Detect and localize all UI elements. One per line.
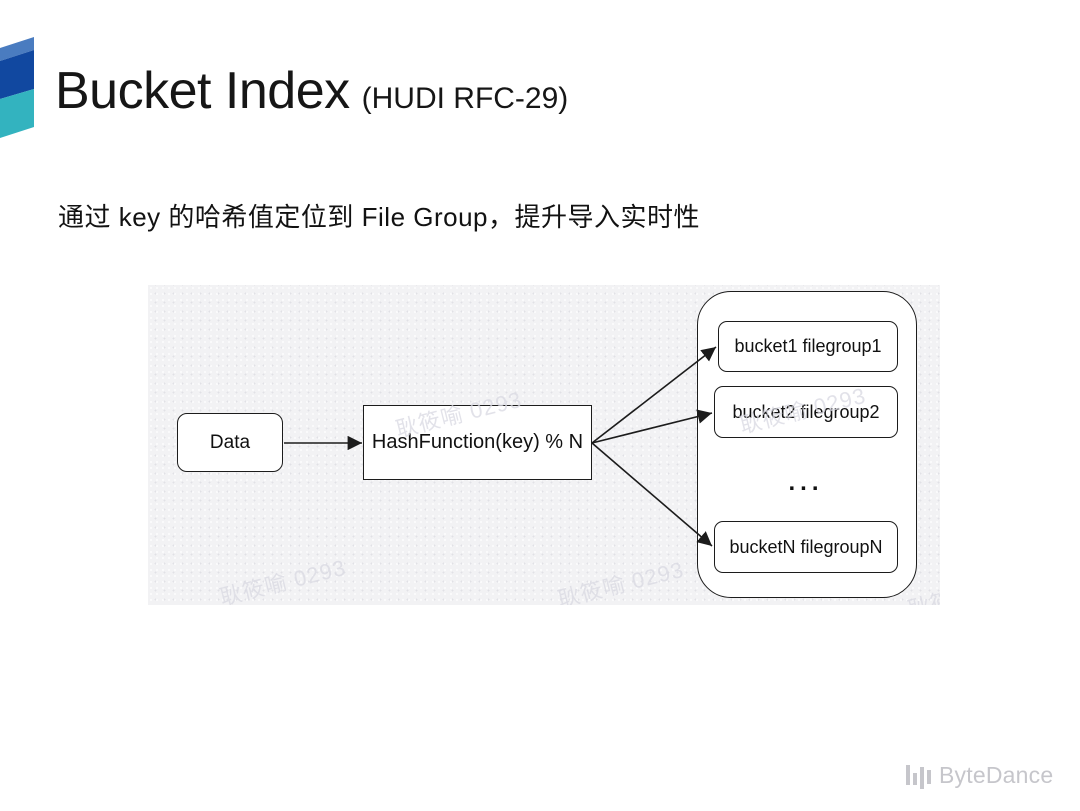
brand-mark-band-bottom: [0, 89, 34, 138]
brand-mark-band-top: [0, 37, 34, 61]
title-suffix: (HUDI RFC-29): [361, 82, 569, 115]
ellipsis-label: ...: [788, 469, 824, 496]
bytedance-wordmark: ByteDance: [939, 761, 1054, 788]
arrow-hash-to-bucket2: [591, 409, 713, 444]
brand-mark-icon: [0, 37, 34, 138]
bytedance-bars-icon: [906, 765, 931, 789]
footer-brand: ByteDance: [903, 760, 1053, 790]
watermark: 耿筱喻 0293: [148, 380, 149, 442]
title-text: Bucket Index: [55, 62, 350, 120]
bucket1-node: bucket1 filegroup1: [718, 321, 898, 372]
page-title: Bucket Index (HUDI RFC-29): [55, 61, 568, 121]
bucket2-node: bucket2 filegroup2: [714, 386, 898, 438]
arrow-hash-to-bucketN: [591, 442, 713, 547]
lead-sentence: 通过 key 的哈希值定位到 File Group，提升导入实时性: [58, 202, 701, 232]
brand-mark-band-middle: [0, 50, 34, 99]
hash-function-node: HashFunction(key) % N: [363, 405, 592, 480]
watermark: 耿筱喻 0293: [217, 554, 349, 605]
bucketN-node: bucketN filegroupN: [714, 521, 898, 573]
watermark: 耿筱喻 0293: [555, 556, 687, 605]
data-node: Data: [177, 413, 283, 472]
diagram-panel: 耿筱喻 0293 耿筱喻 0293 耿筱喻 0293 耿筱喻 0293 耿筱喻 …: [148, 285, 940, 605]
